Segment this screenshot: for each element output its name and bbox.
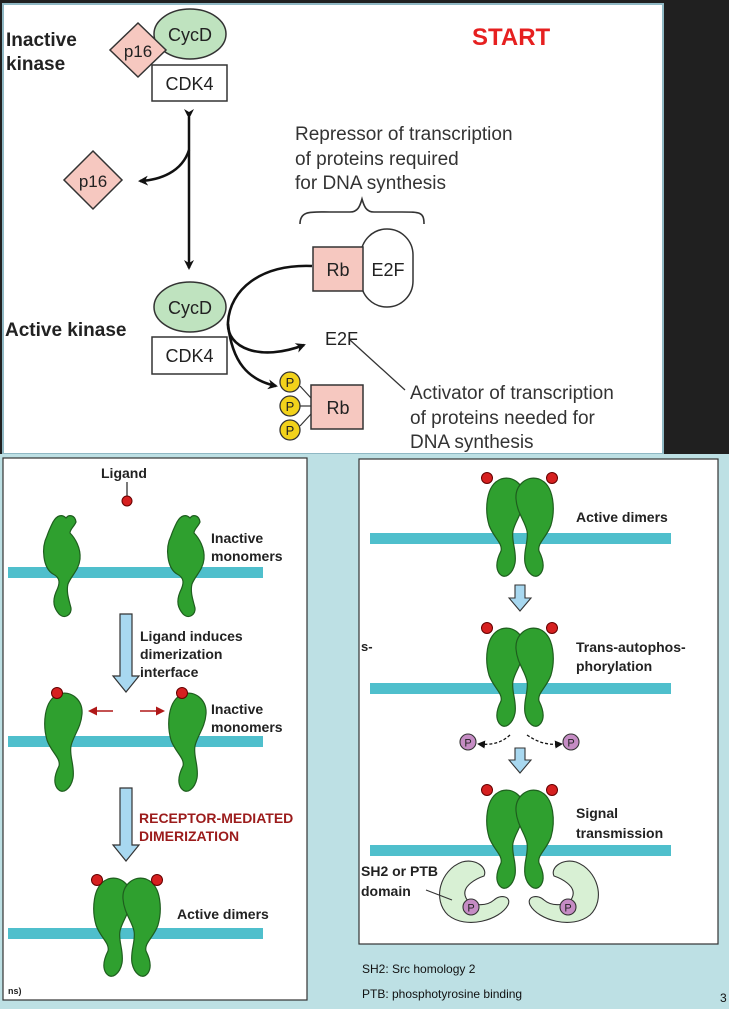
activator-line-1: Activator of transcription [410,383,614,404]
trans-line-2: phorylation [576,658,652,674]
ligand-dot [121,495,133,507]
rb-phosphorylation-arrow [226,323,278,390]
sh2-line-2: domain [361,883,411,899]
repressor-brace [299,196,425,225]
start-label: START [472,24,551,51]
p16-diamond-bound [108,21,168,79]
ligand-induces-line-1: Ligand induces [140,628,243,644]
phosphate-circle-1 [279,371,301,393]
cycd-ellipse-active [153,281,227,333]
cdk4-label-inactive: CDK4 [165,74,213,94]
ligand-dot-r2-left [481,622,493,634]
ligand-dot-r3-right [546,784,558,796]
rb-label-bound: Rb [326,260,349,280]
activator-leader-line [349,339,406,391]
phospho-purple-r2-left [459,733,477,751]
ptb-note: PTB: phosphotyrosine binding [362,987,522,1001]
ligand-dot-dimer-right [151,874,163,886]
repressor-line-2: of proteins required [295,149,459,170]
ligand-dot-r2-right [546,622,558,634]
page-fragment: 3 [720,991,727,1005]
membrane-left-1 [8,567,263,578]
sh2-domain-left [439,860,510,923]
cycd-label-active: CycD [168,298,212,318]
rb-label-phospho: Rb [326,398,349,418]
active-kinase-label: Active kinase [5,320,126,341]
p16-label-bound: p16 [124,42,152,61]
active-dimers-label-left: Active dimers [177,906,269,922]
side-fragment: s- [361,639,373,654]
sh2-leader [425,889,453,901]
receptor-mediated-line-1: RECEPTOR-MEDIATED [139,810,293,826]
inactive-monomers-label-2b: monomers [211,719,283,735]
cycd-ellipse-inactive [153,8,227,60]
phospho-purple-r3-right [559,898,577,916]
active-dimers-label-right: Active dimers [576,509,668,525]
inactive-kinase-label-2: kinase [6,54,65,75]
ligand-label: Ligand [101,465,147,481]
activator-line-3: DNA synthesis [410,432,534,453]
membrane-left-2 [8,736,263,747]
signal-line-1: Signal [576,805,618,821]
ligand-induces-line-3: interface [140,664,199,680]
ligand-dot-dimer-left [91,874,103,886]
inactive-monomers-label-2a: Inactive [211,701,263,717]
phospho-link-1 [299,385,312,399]
phosphate-circle-3 [279,419,301,441]
top-panel [2,3,664,455]
sh2-line-1: SH2 or PTB [361,863,438,879]
inactive-monomers-label-1a: Inactive [211,530,263,546]
e2f-label-free: E2F [325,329,358,349]
inactive-kinase-label-1: Inactive [6,30,77,51]
inactive-monomers-label-1b: monomers [211,548,283,564]
activator-line-2: of proteins needed for [410,408,596,429]
phosphate-label-2: P [286,399,295,414]
membrane-right-2 [370,683,671,694]
phospho-purple-label-r2-right: P [567,738,574,750]
e2f-label-bound: E2F [371,260,404,280]
cdk4-box-inactive [151,64,228,102]
ligand-dot-bound-left [51,687,63,699]
rb-box-bound [312,246,364,292]
phospho-link-3 [299,413,312,427]
step-arrow-right-1 [507,584,533,612]
rb-box-phospho [310,384,364,430]
step-arrow-right-2 [507,747,533,774]
trans-line-1: Trans-autophos- [576,639,686,655]
membrane-right-1 [370,533,671,544]
ligand-dot-bound-right [176,687,188,699]
ligand-dot-r1-right [546,472,558,484]
p16-label-free: p16 [79,172,107,191]
left-footer-fragment: ns) [8,986,22,996]
p16-diamond-free [62,149,124,211]
cdk4-label-active: CDK4 [165,346,213,366]
step-arrow-left-2 [111,787,141,862]
sh2-domain-right [528,860,599,923]
phosphate-label-3: P [286,423,295,438]
repressor-line-1: Repressor of transcription [295,124,513,145]
membrane-right-3 [370,845,671,856]
repressor-line-3: for DNA synthesis [295,173,446,194]
ligand-dot-r3-left [481,784,493,796]
cycd-label-inactive: CycD [168,25,212,45]
phosphate-label-1: P [286,375,295,390]
p16-release-arrow [138,149,191,186]
signal-line-2: transmission [576,825,663,841]
ligand-dot-r1-left [481,472,493,484]
phospho-purple-label-r3-left: P [467,903,474,915]
e2f-release-arrow [226,264,313,354]
phospho-purple-label-r3-right: P [564,903,571,915]
receptor-mediated-line-2: DIMERIZATION [139,828,239,844]
phospho-purple-r3-left [462,898,480,916]
phospho-purple-label-r2-left: P [464,738,471,750]
cdk4-box-active [151,336,228,375]
sh2-note: SH2: Src homology 2 [362,962,476,976]
step-arrow-left-1 [111,613,141,693]
phospho-purple-r2-right [562,733,580,751]
phosphate-circle-2 [279,395,301,417]
autophos-arrow-left [477,734,511,749]
ligand-induces-line-2: dimerization [140,646,222,662]
